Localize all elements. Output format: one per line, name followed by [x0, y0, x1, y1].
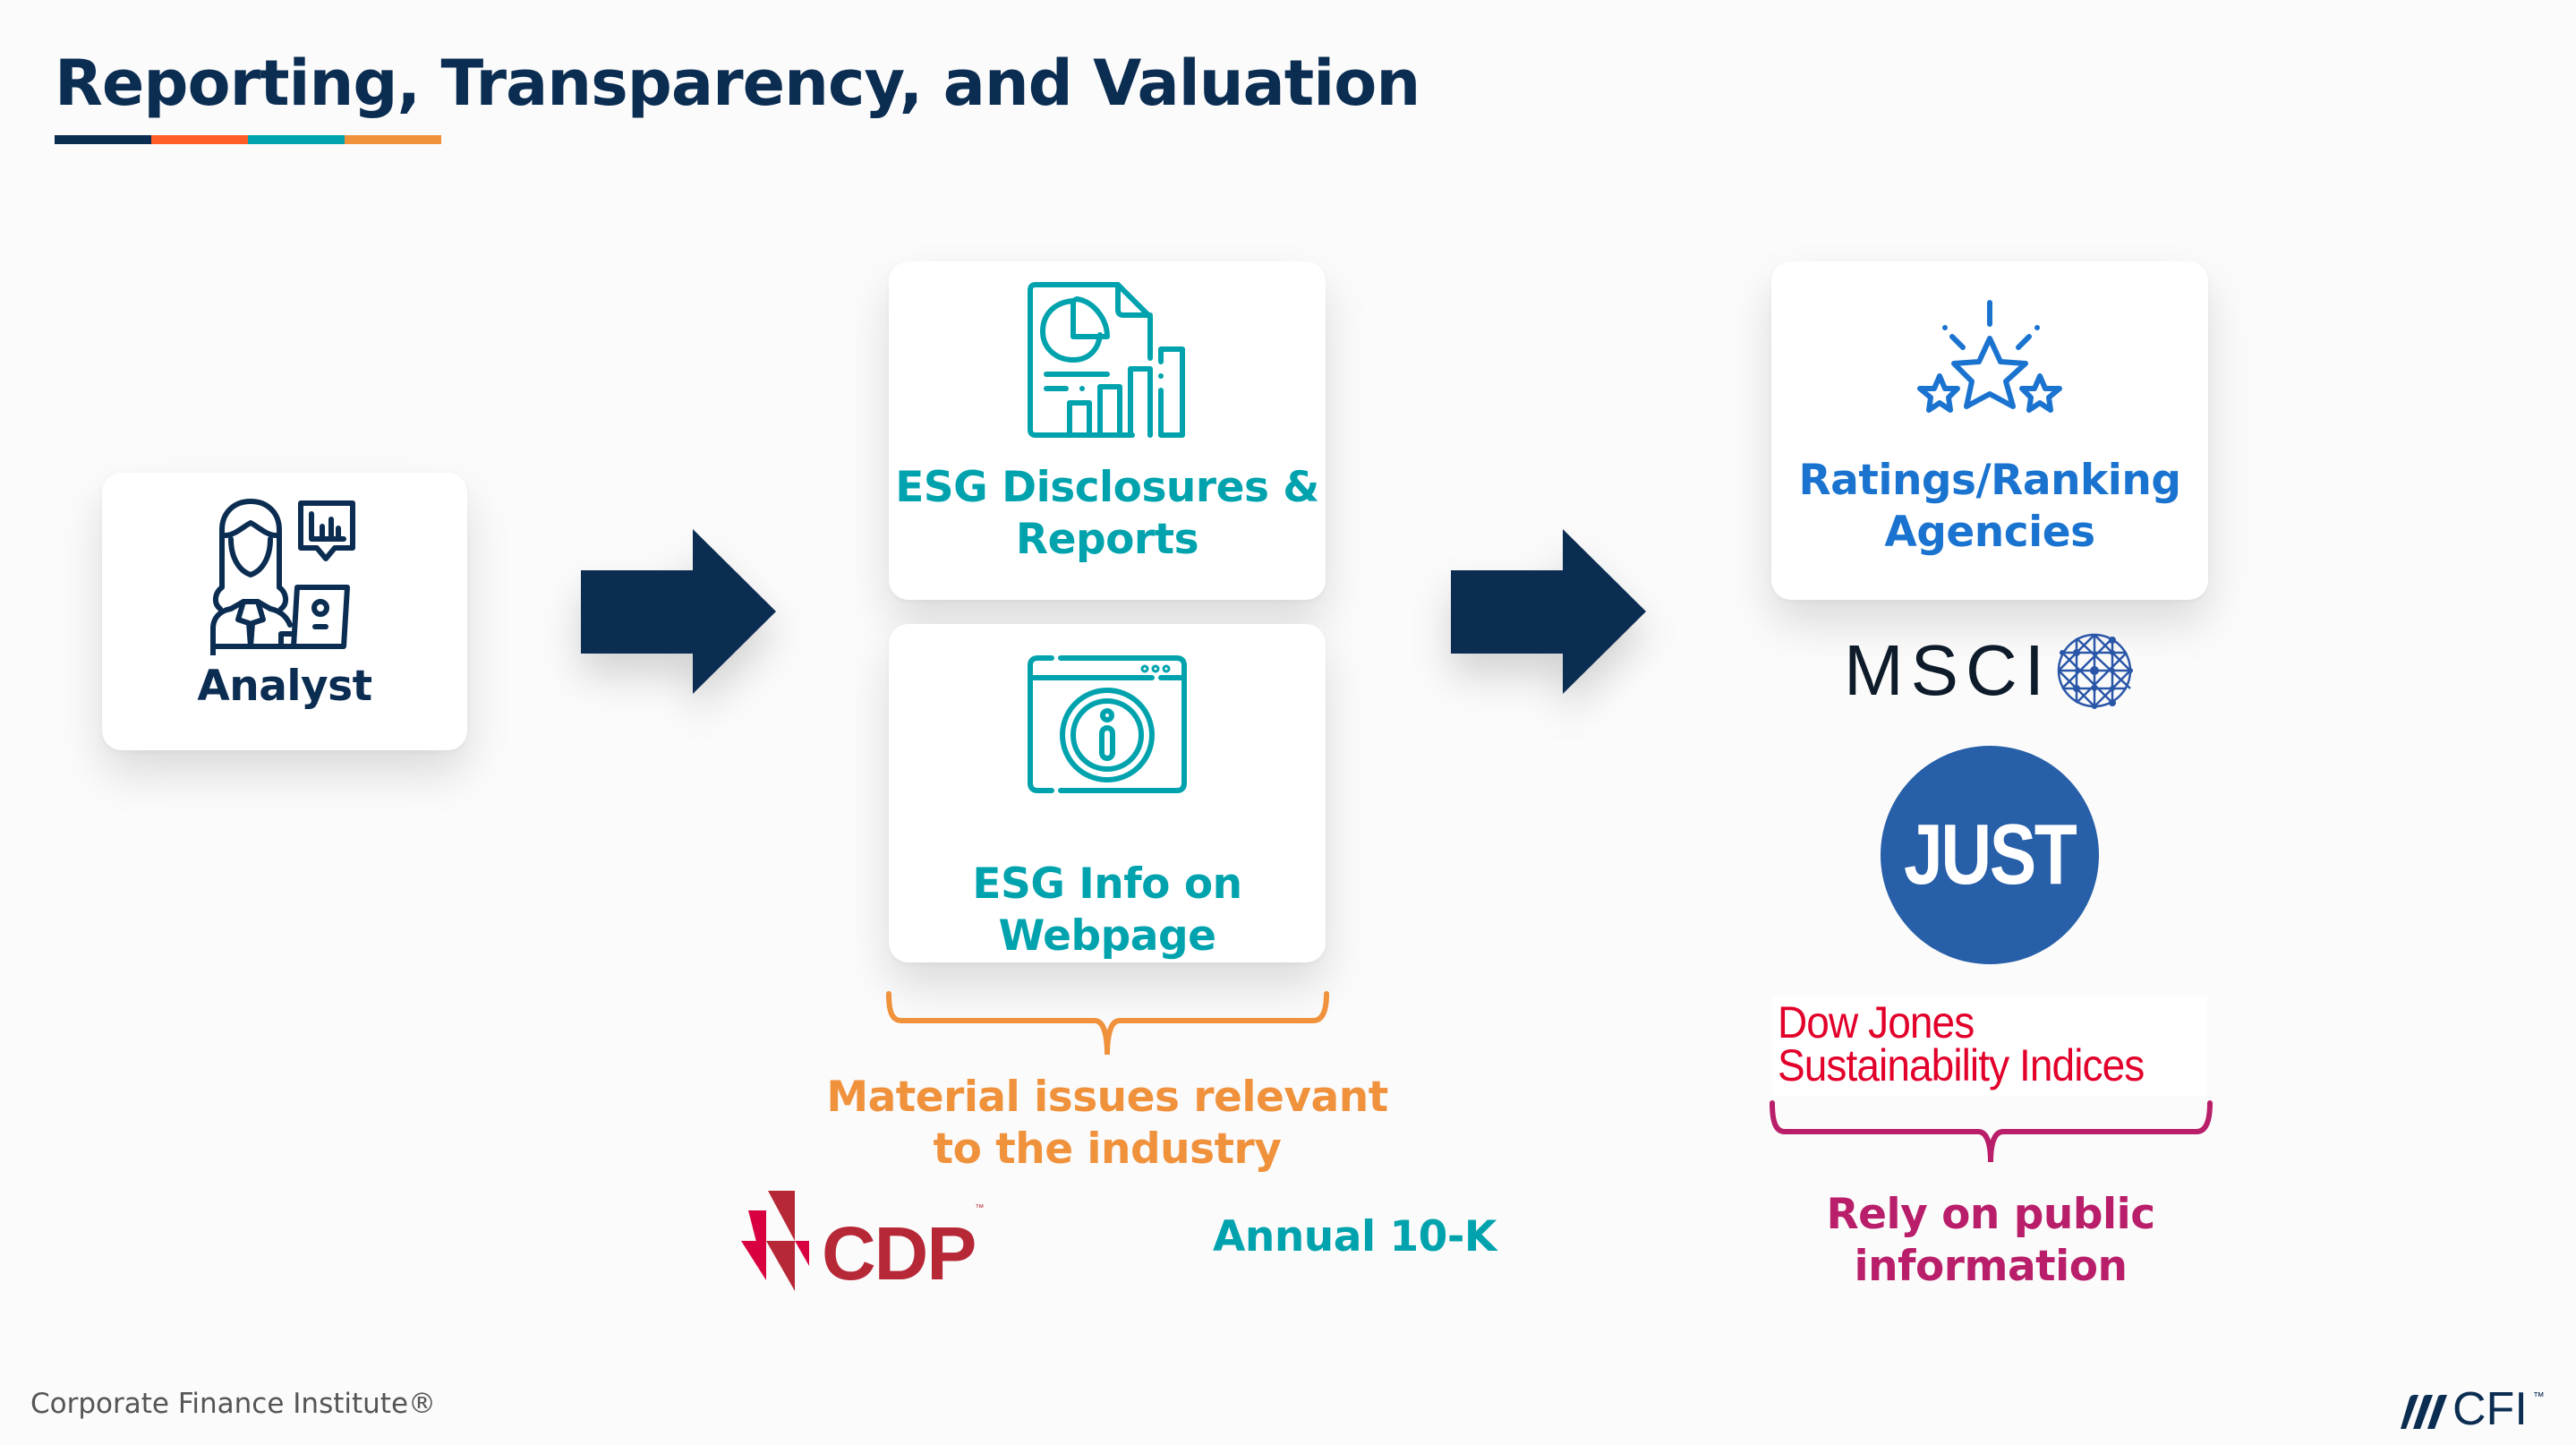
browser-info-icon [1028, 655, 1187, 793]
title-underline-segment-teal [248, 135, 345, 144]
dow-jones-sustainability-logo: Dow Jones Sustainability Indices [1772, 996, 2207, 1096]
ratings-agencies-label: Ratings/Ranking Agencies [1798, 456, 2181, 557]
analyst-icon [210, 499, 355, 655]
material-issues-note: Material issues relevant to the industry [826, 1073, 1388, 1174]
title-underline [55, 135, 441, 144]
cfi-brand-text: CFI [2452, 1383, 2528, 1435]
flow-arrow-2-icon [1451, 529, 1646, 694]
slide-title: Reporting, Transparency, and Valuation [55, 47, 1420, 120]
msci-logo: MSCI [1844, 631, 2134, 710]
flow-arrow-1-icon [581, 529, 776, 694]
analyst-card: Analyst [102, 473, 467, 750]
msci-globe-icon [2057, 633, 2133, 709]
esg-disclosures-card: ESG Disclosures & Reports [889, 261, 1326, 600]
public-information-note: Rely on public information [1826, 1190, 2155, 1291]
annual-10k-label: Annual 10-K [1213, 1212, 1497, 1261]
cfi-stripes-icon [2401, 1395, 2447, 1429]
cdp-logo: CDP ™ [741, 1191, 984, 1291]
esg-webpage-card: ESG Info on Webpage [889, 624, 1326, 962]
cdp-triangles-icon [741, 1191, 809, 1291]
analyst-label: Analyst [197, 662, 372, 711]
esg-disclosures-label: ESG Disclosures & Reports [895, 463, 1319, 564]
three-stars-icon [1917, 300, 2062, 413]
title-underline-segment-navy [55, 135, 151, 144]
esg-webpage-label: ESG Info on Webpage [972, 859, 1242, 961]
cfi-logo: CFI ™ [2399, 1386, 2545, 1432]
cdp-trademark: ™ [975, 1203, 985, 1213]
djsi-line-2: Sustainability Indices [1778, 1040, 2145, 1090]
title-underline-segment-orange [345, 135, 441, 144]
just-capital-logo: JUST [1881, 746, 2099, 964]
msci-logo-text: MSCI [1844, 630, 2051, 710]
agencies-bracket-icon [1770, 1100, 2213, 1163]
cfi-trademark: ™ [2532, 1389, 2545, 1403]
ratings-agencies-card: Ratings/Ranking Agencies [1771, 261, 2208, 600]
footer-copyright: Corporate Finance Institute® [30, 1388, 437, 1420]
sources-bracket-icon [886, 991, 1329, 1056]
report-chart-icon [1028, 282, 1185, 438]
title-underline-segment-orange-red [151, 135, 248, 144]
just-logo-text: JUST [1904, 807, 2077, 902]
djsi-line-1: Dow Jones [1778, 997, 1975, 1047]
cdp-logo-text: CDP [822, 1211, 977, 1295]
